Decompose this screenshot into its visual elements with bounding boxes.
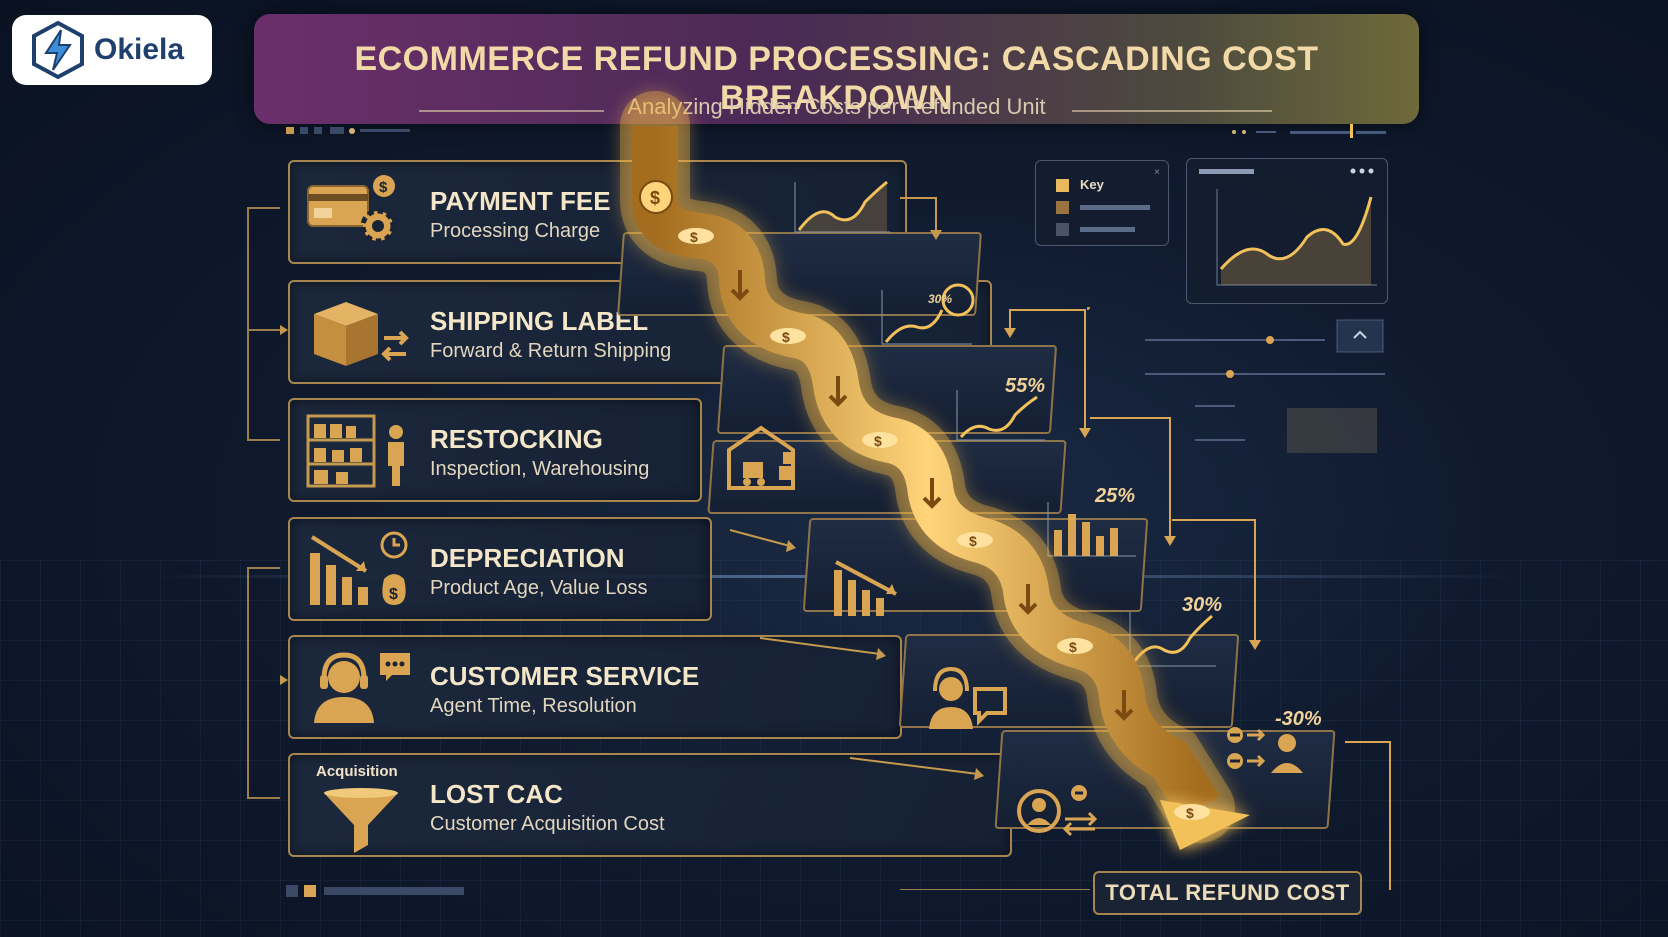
headset-agent-icon <box>314 652 410 723</box>
status-dots <box>286 127 410 134</box>
row-title: DEPRECIATION <box>430 543 625 573</box>
row-subtitle: Inspection, Warehousing <box>430 458 650 480</box>
declining-bars-clock-icon: $ <box>310 531 408 605</box>
svg-text:$: $ <box>389 586 398 603</box>
brand-name: Okiela <box>94 33 185 66</box>
left-connectors <box>247 207 288 799</box>
svg-text:×: × <box>1154 167 1160 178</box>
dashboard-chart-panel <box>1186 158 1388 304</box>
title-banner: ECOMMERCE REFUND PROCESSING: CASCADING C… <box>254 14 1419 124</box>
legend-key-label: Key <box>1080 177 1104 192</box>
total-refund-cost-label[interactable]: TOTAL REFUND COST <box>1093 871 1362 915</box>
row-title: RESTOCKING <box>430 424 603 454</box>
cost-row-restocking[interactable]: RESTOCKING Inspection, Warehousing <box>288 398 702 502</box>
legend-key-panel: × Key <box>1035 160 1169 246</box>
acquisition-label: Acquisition <box>316 763 398 780</box>
bottom-status-bar <box>286 885 464 897</box>
area-chart-widget <box>1199 168 1377 286</box>
row-title: CUSTOMER SERVICE <box>430 661 700 691</box>
slider-controls <box>1145 319 1385 453</box>
shelves-worker-icon <box>306 414 404 488</box>
credit-card-coin-gear-icon: $ <box>307 175 396 244</box>
row-title: LOST CAC <box>430 779 563 809</box>
brand-logo[interactable]: Okiela <box>12 15 212 85</box>
lightning-shield-icon <box>32 20 84 80</box>
row-subtitle: Forward & Return Shipping <box>430 340 672 362</box>
svg-text:$: $ <box>379 179 388 196</box>
row-title: PAYMENT FEE <box>430 186 611 216</box>
row-subtitle: Processing Charge <box>430 220 601 242</box>
subtitle-rule-left <box>419 110 604 112</box>
status-bar-right <box>1232 124 1386 138</box>
row-title: SHIPPING LABEL <box>430 306 649 336</box>
cost-row-depreciation[interactable]: $ DEPRECIATION Product Age, Value Loss <box>288 517 712 621</box>
subtitle-rule-right <box>1072 110 1272 112</box>
flow-connectors <box>729 197 1391 890</box>
row-subtitle: Customer Acquisition Cost <box>430 813 665 835</box>
legend-swatches: × <box>1056 167 1160 236</box>
row-subtitle: Product Age, Value Loss <box>430 577 648 599</box>
step-percentage: -30% <box>1275 708 1322 730</box>
box-arrows-icon <box>314 302 409 366</box>
page-subtitle: Analyzing Hidden Costs per Refunded Unit <box>627 94 1046 119</box>
funnel-icon <box>324 788 398 853</box>
row-subtitle: Agent Time, Resolution <box>430 695 637 717</box>
